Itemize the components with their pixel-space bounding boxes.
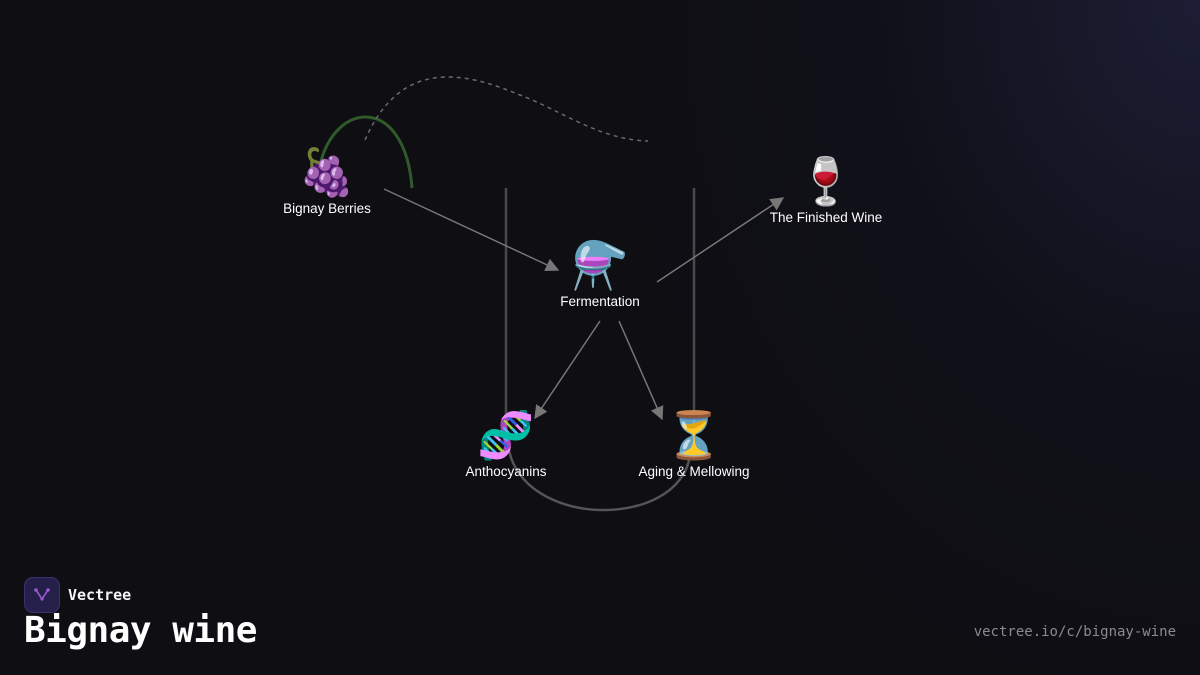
bottom-u-curve — [506, 444, 692, 512]
flask-icon: ⚗️ — [571, 238, 629, 292]
vine-arc — [318, 115, 414, 189]
node-aging[interactable]: ⏳ Aging & Mellowing — [638, 408, 749, 479]
hourglass-icon: ⏳ — [665, 408, 723, 462]
edge-fermentation-to-wine — [656, 197, 785, 283]
node-label: Anthocyanins — [465, 464, 547, 479]
page-title: Bignay wine — [24, 610, 257, 651]
node-label: The Finished Wine — [769, 210, 883, 225]
vectree-logo-icon — [24, 577, 60, 613]
edge-fermentation-to-anthocyanins — [534, 320, 601, 420]
wine-glass-icon: 🍷 — [797, 154, 855, 208]
node-label: Bignay Berries — [283, 201, 371, 216]
node-label: Aging & Mellowing — [638, 464, 750, 479]
brand-name: Vectree — [68, 586, 132, 604]
grapes-icon: 🍇 — [298, 145, 356, 199]
node-label: Fermentation — [560, 294, 640, 309]
edge-berries-to-fermentation — [383, 188, 560, 271]
dna-icon: 🧬 — [477, 408, 535, 462]
dashed-curve — [364, 76, 649, 142]
page-url[interactable]: vectree.io/c/bignay-wine — [973, 624, 1176, 640]
node-anthocyanins[interactable]: 🧬 Anthocyanins — [465, 408, 546, 479]
node-finished-wine[interactable]: 🍷 The Finished Wine — [770, 154, 883, 225]
edge-fermentation-to-aging — [618, 320, 664, 421]
node-fermentation[interactable]: ⚗️ Fermentation — [560, 238, 640, 309]
brand[interactable]: Vectree — [24, 577, 131, 613]
node-bignay-berries[interactable]: 🍇 Bignay Berries — [283, 145, 371, 216]
